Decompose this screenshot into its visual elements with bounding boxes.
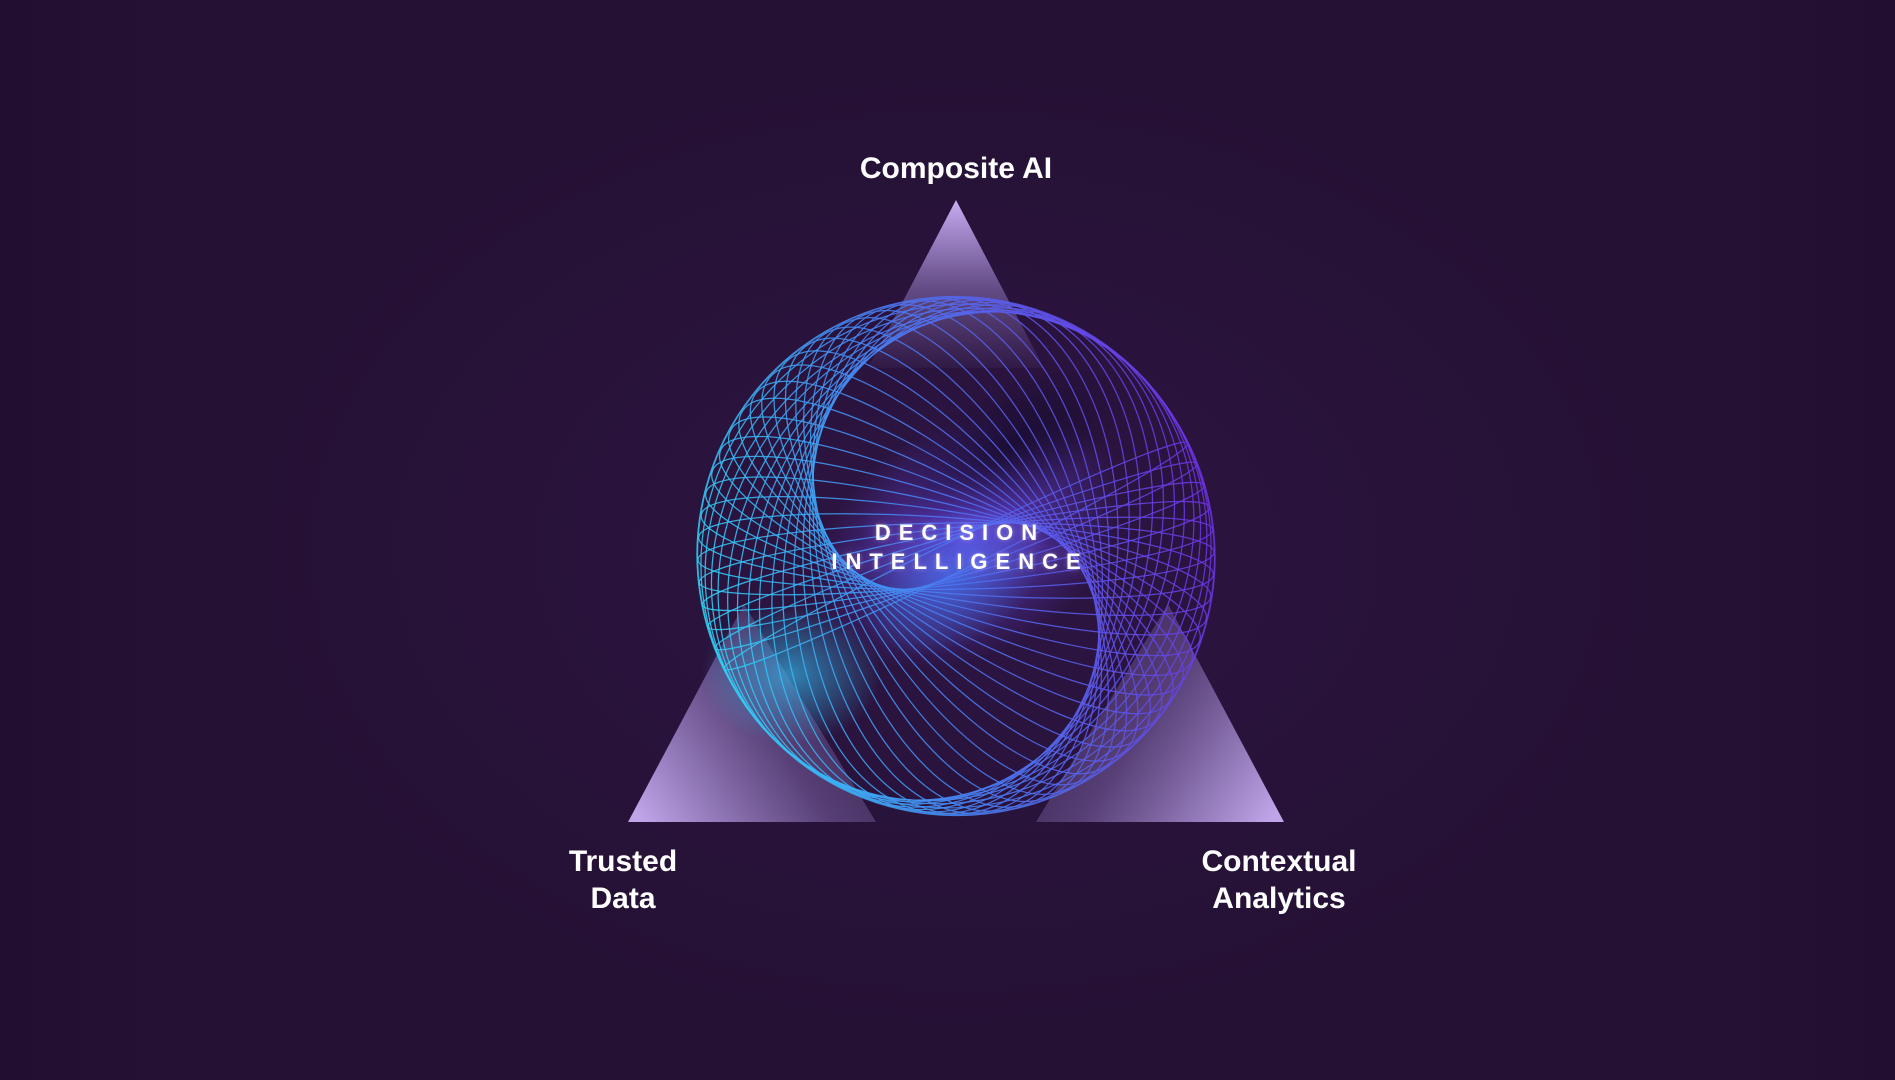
label-contextual-analytics-line2: Analytics bbox=[1212, 882, 1346, 915]
label-decision-intelligence-line1: DECISION bbox=[874, 520, 1046, 545]
label-decision-intelligence-line2: INTELLIGENCE bbox=[831, 549, 1089, 574]
triangle-top-corner bbox=[868, 200, 1044, 368]
sphere bbox=[696, 295, 1216, 817]
label-trusted-data-line2: Data bbox=[590, 882, 656, 915]
label-contextual-analytics: Contextual Analytics bbox=[1201, 843, 1356, 917]
label-decision-intelligence: DECISION INTELLIGENCE bbox=[823, 518, 1088, 576]
label-composite-ai: Composite AI bbox=[859, 152, 1053, 185]
label-contextual-analytics-line1: Contextual bbox=[1201, 845, 1357, 878]
sphere-rings bbox=[696, 295, 1216, 817]
label-trusted-data-line1: Trusted bbox=[568, 845, 678, 878]
label-trusted-data: Trusted Data bbox=[569, 843, 677, 917]
sphere-cyan-glow bbox=[701, 604, 881, 744]
